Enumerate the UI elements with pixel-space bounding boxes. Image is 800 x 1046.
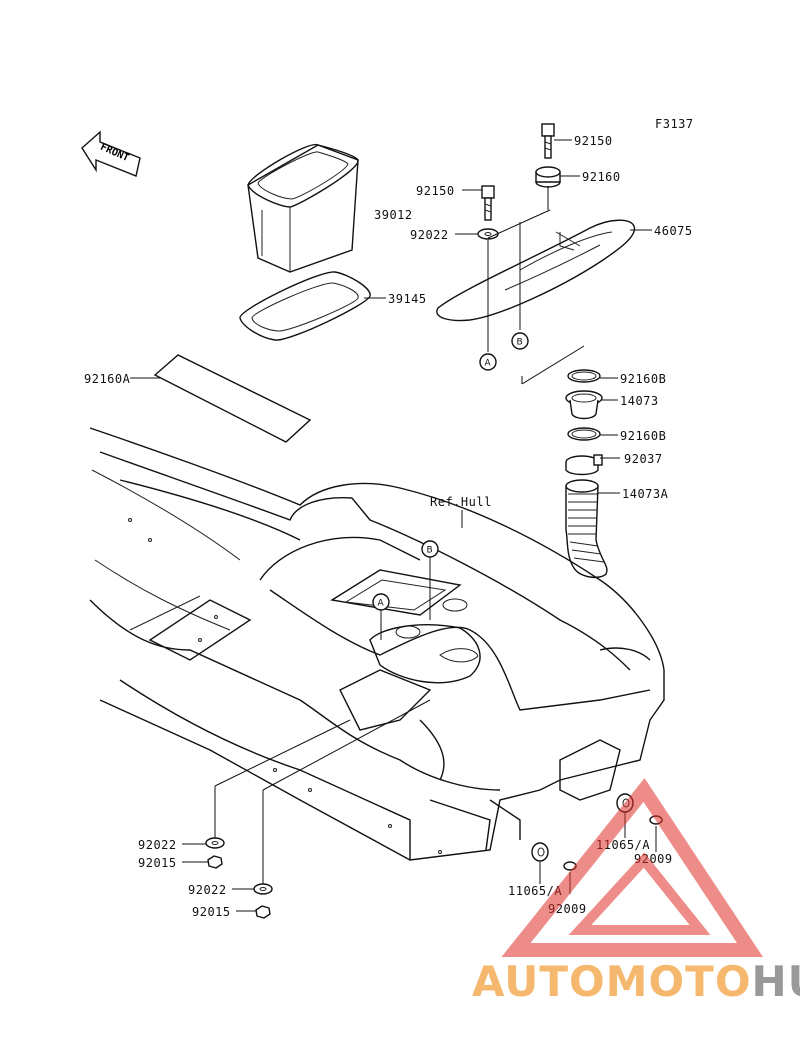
label-92150: 92150 [416,184,455,198]
label-92015-b: 92015 [192,905,231,919]
label-92160B-2: 92160B [620,429,666,443]
label-11065A-left: 11065/A [508,884,562,898]
bolt-92150-top [541,123,555,159]
spacer-92160 [535,166,561,188]
filler-neck-14073 [565,390,603,420]
svg-text:AUTOMOTOHUB: AUTOMOTOHUB [472,957,800,1006]
pad-92160A [153,354,312,443]
watermark-part2: HUB [752,957,800,1006]
washer-92022-a [205,837,225,849]
front-arrow-icon: FRONT [81,130,141,177]
ref-hull-label: Ref.Hull [430,495,492,509]
callout-b-hull: B [421,540,439,558]
label-92037: 92037 [624,452,663,466]
label-92160: 92160 [582,170,621,184]
label-92022-top: 92022 [410,228,449,242]
svg-text:B: B [427,546,433,556]
watermark-part1: AUTOMOTO [472,957,752,1006]
gasket-39145 [239,271,371,341]
watermark-wordmark: AUTOMOTOHUB [472,957,800,1006]
svg-text:B: B [517,338,523,348]
o-ring-92160B-1 [567,369,601,383]
callout-a-hull: A [372,593,390,611]
callout-b-top: B [511,332,529,350]
label-92015-a: 92015 [138,856,177,870]
bolt-92150 [481,185,495,221]
label-92160B-1: 92160B [620,372,666,386]
cap-11065A-left [531,842,549,862]
label-92150-top: 92150 [574,134,613,148]
label-92022-a: 92022 [138,838,177,852]
filler-hose-14073A [565,479,608,579]
svg-text:A: A [485,359,492,369]
storage-bin-39012 [247,143,359,273]
label-14073: 14073 [620,394,659,408]
label-92022-b: 92022 [188,883,227,897]
watermark-triangle-icon [501,778,764,957]
nut-92015-b [255,905,271,919]
label-14073A: 14073A [622,487,669,501]
figure-code: F3137 [655,117,694,131]
label-46075: 46075 [654,224,693,238]
washer-92022-b [253,883,273,895]
svg-text:A: A [378,599,385,609]
label-39012: 39012 [374,208,413,222]
callout-a-top: A [479,353,497,371]
clamp-92037 [565,454,603,476]
hull-body [89,427,665,861]
label-92160A: 92160A [84,372,131,386]
automotohub-watermark [501,778,764,957]
grab-handle-46075 [436,219,636,322]
nut-92015-a [207,855,223,869]
label-39145: 39145 [388,292,427,306]
o-ring-92160B-2 [567,427,601,441]
